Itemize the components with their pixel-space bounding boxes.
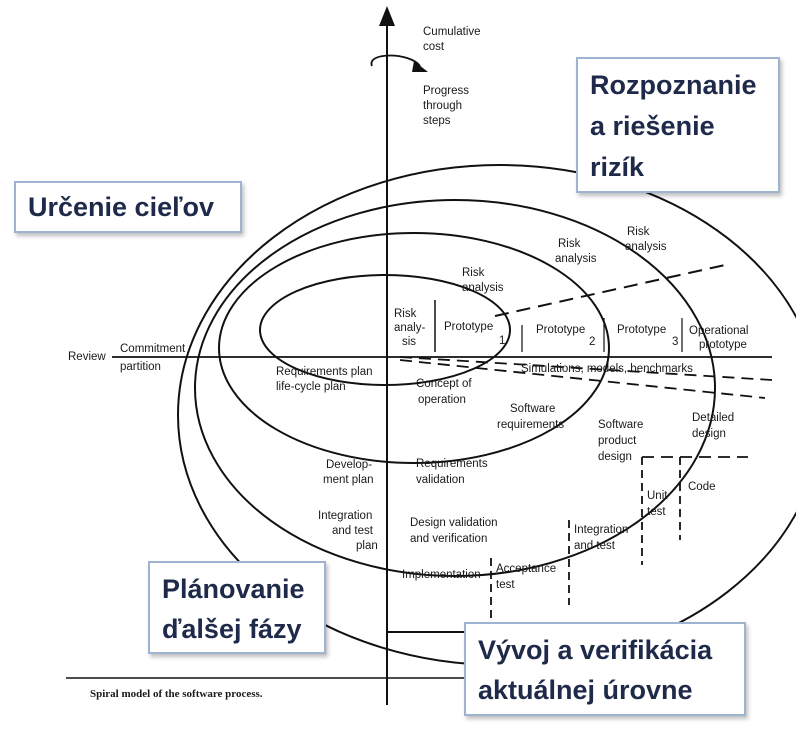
review-label: Review bbox=[68, 351, 106, 363]
commitment-label: Commitment partition bbox=[120, 343, 188, 373]
risk-analysis-3-label: Risk analysis bbox=[555, 238, 597, 265]
integration-and-test-label: Integration and test bbox=[574, 524, 632, 552]
prototype-1-label: Prototype 1 bbox=[444, 321, 505, 347]
requirements-validation-label: Requirements validation bbox=[416, 458, 491, 486]
dashed-line-sim bbox=[399, 356, 773, 381]
quadrant-box-objectives: Určenie cieľov bbox=[14, 181, 242, 233]
integration-test-plan-label: Integration and test plan bbox=[318, 510, 378, 552]
cumulative-cost-label: Cumulative cost bbox=[423, 26, 484, 53]
dashed-line-risk-1 bbox=[494, 264, 726, 317]
quadrant-development-line-2: aktuálnej úrovne bbox=[478, 675, 693, 705]
risk-analysis-1-label: Risk analy- sis bbox=[394, 308, 429, 348]
risk-analysis-4-label: Risk analysis bbox=[625, 226, 667, 253]
quadrant-box-development: Vývoj a verifikácia aktuálnej úrovne bbox=[464, 622, 746, 716]
requirements-plan-label: Requirements plan life-cycle plan bbox=[276, 366, 376, 393]
spiral-loop-3 bbox=[194, 199, 716, 577]
prototype-2-label: Prototype 2 bbox=[536, 324, 595, 348]
operational-prototype-label: Operational prototype bbox=[689, 325, 752, 351]
software-product-design-label: Software product design bbox=[598, 419, 647, 463]
development-plan-label: Develop- ment plan bbox=[323, 459, 375, 486]
quadrant-risks-line-3: rizík bbox=[590, 152, 645, 182]
quadrant-development-line-1: Vývoj a verifikácia bbox=[478, 635, 713, 665]
detailed-design-label: Detailed design bbox=[692, 412, 737, 440]
code-label: Code bbox=[688, 481, 716, 493]
design-validation-label: Design validation and verification bbox=[410, 517, 501, 545]
prototype-3-label: Prototype 3 bbox=[617, 324, 678, 348]
software-requirements-label: Software requirements bbox=[497, 403, 564, 431]
concept-label: Concept of operation bbox=[416, 378, 475, 406]
progress-label: Progress through steps bbox=[423, 85, 472, 127]
spiral-loop-1 bbox=[259, 274, 511, 386]
spiral-loop-2 bbox=[218, 232, 610, 464]
quadrant-box-planning: Plánovanie ďalšej fázy bbox=[148, 561, 326, 654]
diagram-caption: Spiral model of the software process. bbox=[90, 688, 263, 700]
risk-analysis-2-label: Risk analysis bbox=[462, 267, 504, 294]
simulations-label: Simulations, models, benchmarks bbox=[521, 363, 693, 375]
dashed-line-design bbox=[399, 359, 766, 399]
rotation-arrowhead bbox=[412, 61, 428, 72]
quadrant-planning-line-2: ďalšej fázy bbox=[162, 614, 302, 644]
unit-test-label: Unit test bbox=[647, 490, 671, 518]
quadrant-risks-line-1: Rozpoznanie bbox=[590, 70, 757, 100]
implementation-label: Implementation bbox=[402, 569, 481, 581]
quadrant-risks-line-2: a riešenie bbox=[590, 111, 715, 141]
quadrant-objectives-line-1: Určenie cieľov bbox=[28, 192, 214, 222]
quadrant-box-risks: Rozpoznanie a riešenie rizík bbox=[576, 57, 780, 193]
acceptance-test-label: Acceptance test bbox=[496, 563, 559, 591]
quadrant-planning-line-1: Plánovanie bbox=[162, 574, 305, 604]
rotation-arrow bbox=[370, 54, 421, 67]
vertical-axis-arrowhead bbox=[379, 6, 395, 26]
